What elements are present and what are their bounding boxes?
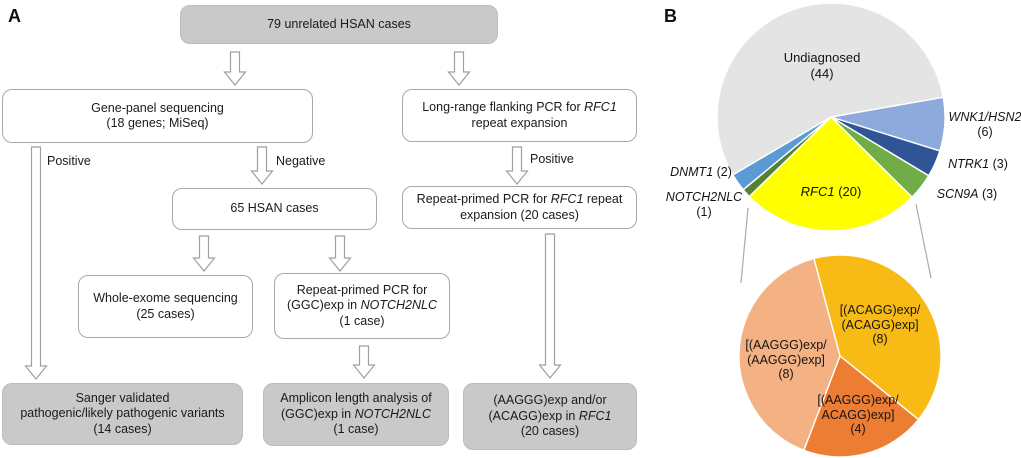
flow-box-rfc1-expansion-outcome: (AAGGG)exp and/or(ACAGG)exp in RFC1(20 c… bbox=[463, 383, 637, 450]
flow-box-65-hsan-cases: 65 HSAN cases bbox=[172, 188, 377, 230]
pie-label-wnk1-hsn2: WNK1/HSN2(6) bbox=[948, 110, 1021, 139]
pie-label-aaggg-aaggg: [(AAGGG)exp/(AAGGG)exp](8) bbox=[745, 338, 827, 381]
pie-label-dnmt1: DNMT1 (2) bbox=[670, 165, 732, 179]
edge-label-positive-right: Positive bbox=[530, 152, 574, 166]
arrow-negative-to-65-hsan bbox=[250, 146, 274, 185]
panel-b-letter: B bbox=[664, 6, 677, 26]
pie-callout-line-right bbox=[915, 203, 932, 279]
flow-box-whole-exome-sequencing: Whole-exome sequencing(25 cases) bbox=[78, 275, 253, 338]
edge-label-positive-left: Positive bbox=[47, 154, 91, 168]
flow-box-gene-panel-sequencing: Gene-panel sequencing(18 genes; MiSeq) bbox=[2, 89, 313, 143]
arrow-notch2nlc-to-amplicon bbox=[352, 345, 376, 379]
arrow-positive-to-repeat-rfc1 bbox=[505, 146, 529, 185]
flow-box-79-unrelated-hsan-cases: 79 unrelated HSAN cases bbox=[180, 5, 498, 44]
arrow-positive-to-sanger bbox=[24, 146, 48, 380]
arrow-65-to-repeat-notch2nlc bbox=[328, 235, 352, 272]
arrow-top-to-gene-panel bbox=[223, 51, 247, 86]
arrow-65-to-wes bbox=[192, 235, 216, 272]
flow-box-repeat-primed-pcr-notch2nlc: Repeat-primed PCR for(GGC)exp in NOTCH2N… bbox=[274, 273, 450, 339]
pie-slice-rfc1 bbox=[748, 116, 913, 232]
pie-label-ntrk1: NTRK1 (3) bbox=[948, 157, 1008, 171]
pie-slice-aaggg-acagg bbox=[803, 355, 920, 458]
pie-slice-aaggg-aaggg bbox=[738, 257, 841, 451]
arrow-repeat-rfc1-to-outcome bbox=[538, 233, 562, 379]
pie-slice-undiagnosed bbox=[716, 2, 944, 176]
flowchart-arrows-layer bbox=[24, 51, 562, 380]
pie-label-scn9a: SCN9A (3) bbox=[936, 187, 998, 201]
pie-charts-svg bbox=[716, 2, 946, 458]
pie-slice-acagg-acagg bbox=[813, 254, 942, 421]
panel-a-flowchart: A 79 unrelated HSAN cases Gene-panel seq… bbox=[2, 5, 637, 450]
pie-label-acagg-acagg: [(ACAGG)exp/(ACAGG)exp](8) bbox=[839, 303, 921, 346]
panel-b-pie-charts: B Undiagnosed(44) RFC1 (20) WNK1/HSN2(6)… bbox=[660, 0, 1021, 458]
pie-label-aaggg-acagg: [(AAGGG)exp/ACAGG)exp](4) bbox=[817, 393, 899, 436]
panel-a-letter: A bbox=[8, 6, 21, 26]
pie-label-rfc1: RFC1 (20) bbox=[800, 184, 862, 199]
pie-callout-line-left bbox=[740, 207, 749, 284]
pie-label-notch2nlc: NOTCH2NLC(1) bbox=[665, 190, 743, 219]
arrow-top-to-long-range bbox=[447, 51, 471, 86]
pie-label-undiagnosed: Undiagnosed(44) bbox=[783, 50, 861, 81]
pie-diagnostic-outcome bbox=[716, 2, 946, 232]
flow-box-amplicon-length-analysis: Amplicon length analysis of(GGC)exp in N… bbox=[263, 383, 449, 446]
pie-rfc1-genotypes bbox=[738, 254, 942, 458]
edge-label-negative: Negative bbox=[276, 154, 326, 168]
